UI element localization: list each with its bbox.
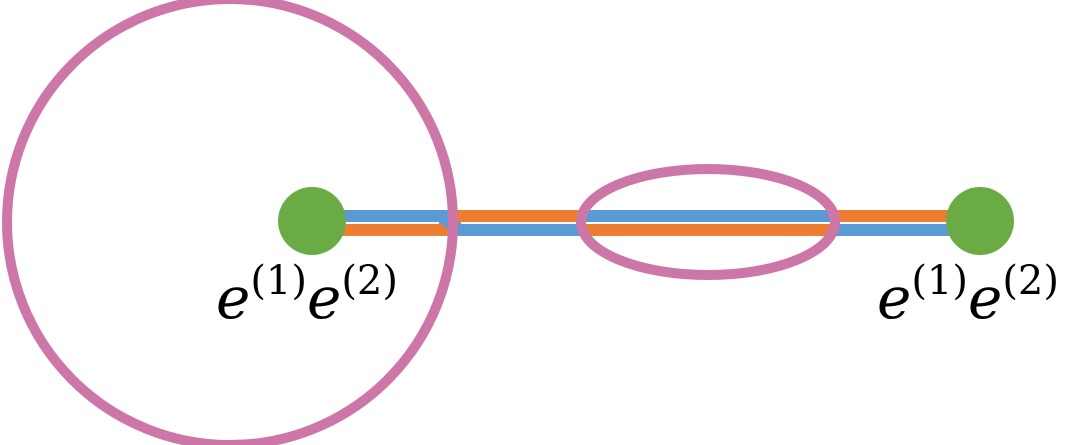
- double-edge: [312, 210, 980, 236]
- label-right: e(1)e(2): [877, 258, 1059, 332]
- label-right-sup2: (2): [1002, 258, 1059, 304]
- node-left: [278, 187, 346, 255]
- edge-blue-middle: [436, 211, 580, 236]
- label-left-sup2: (2): [341, 258, 398, 304]
- label-right-base2: e: [968, 264, 1002, 332]
- loop-circle: [2, 0, 458, 445]
- label-right-sup1: (1): [911, 258, 968, 304]
- edge-ellipse: [576, 164, 840, 280]
- label-left-base2: e: [307, 264, 341, 332]
- label-left-sup1: (1): [250, 258, 307, 304]
- label-left-base1: e: [216, 264, 250, 332]
- label-right-base1: e: [877, 264, 911, 332]
- label-left: e(1)e(2): [216, 258, 398, 332]
- node-right: [946, 187, 1014, 255]
